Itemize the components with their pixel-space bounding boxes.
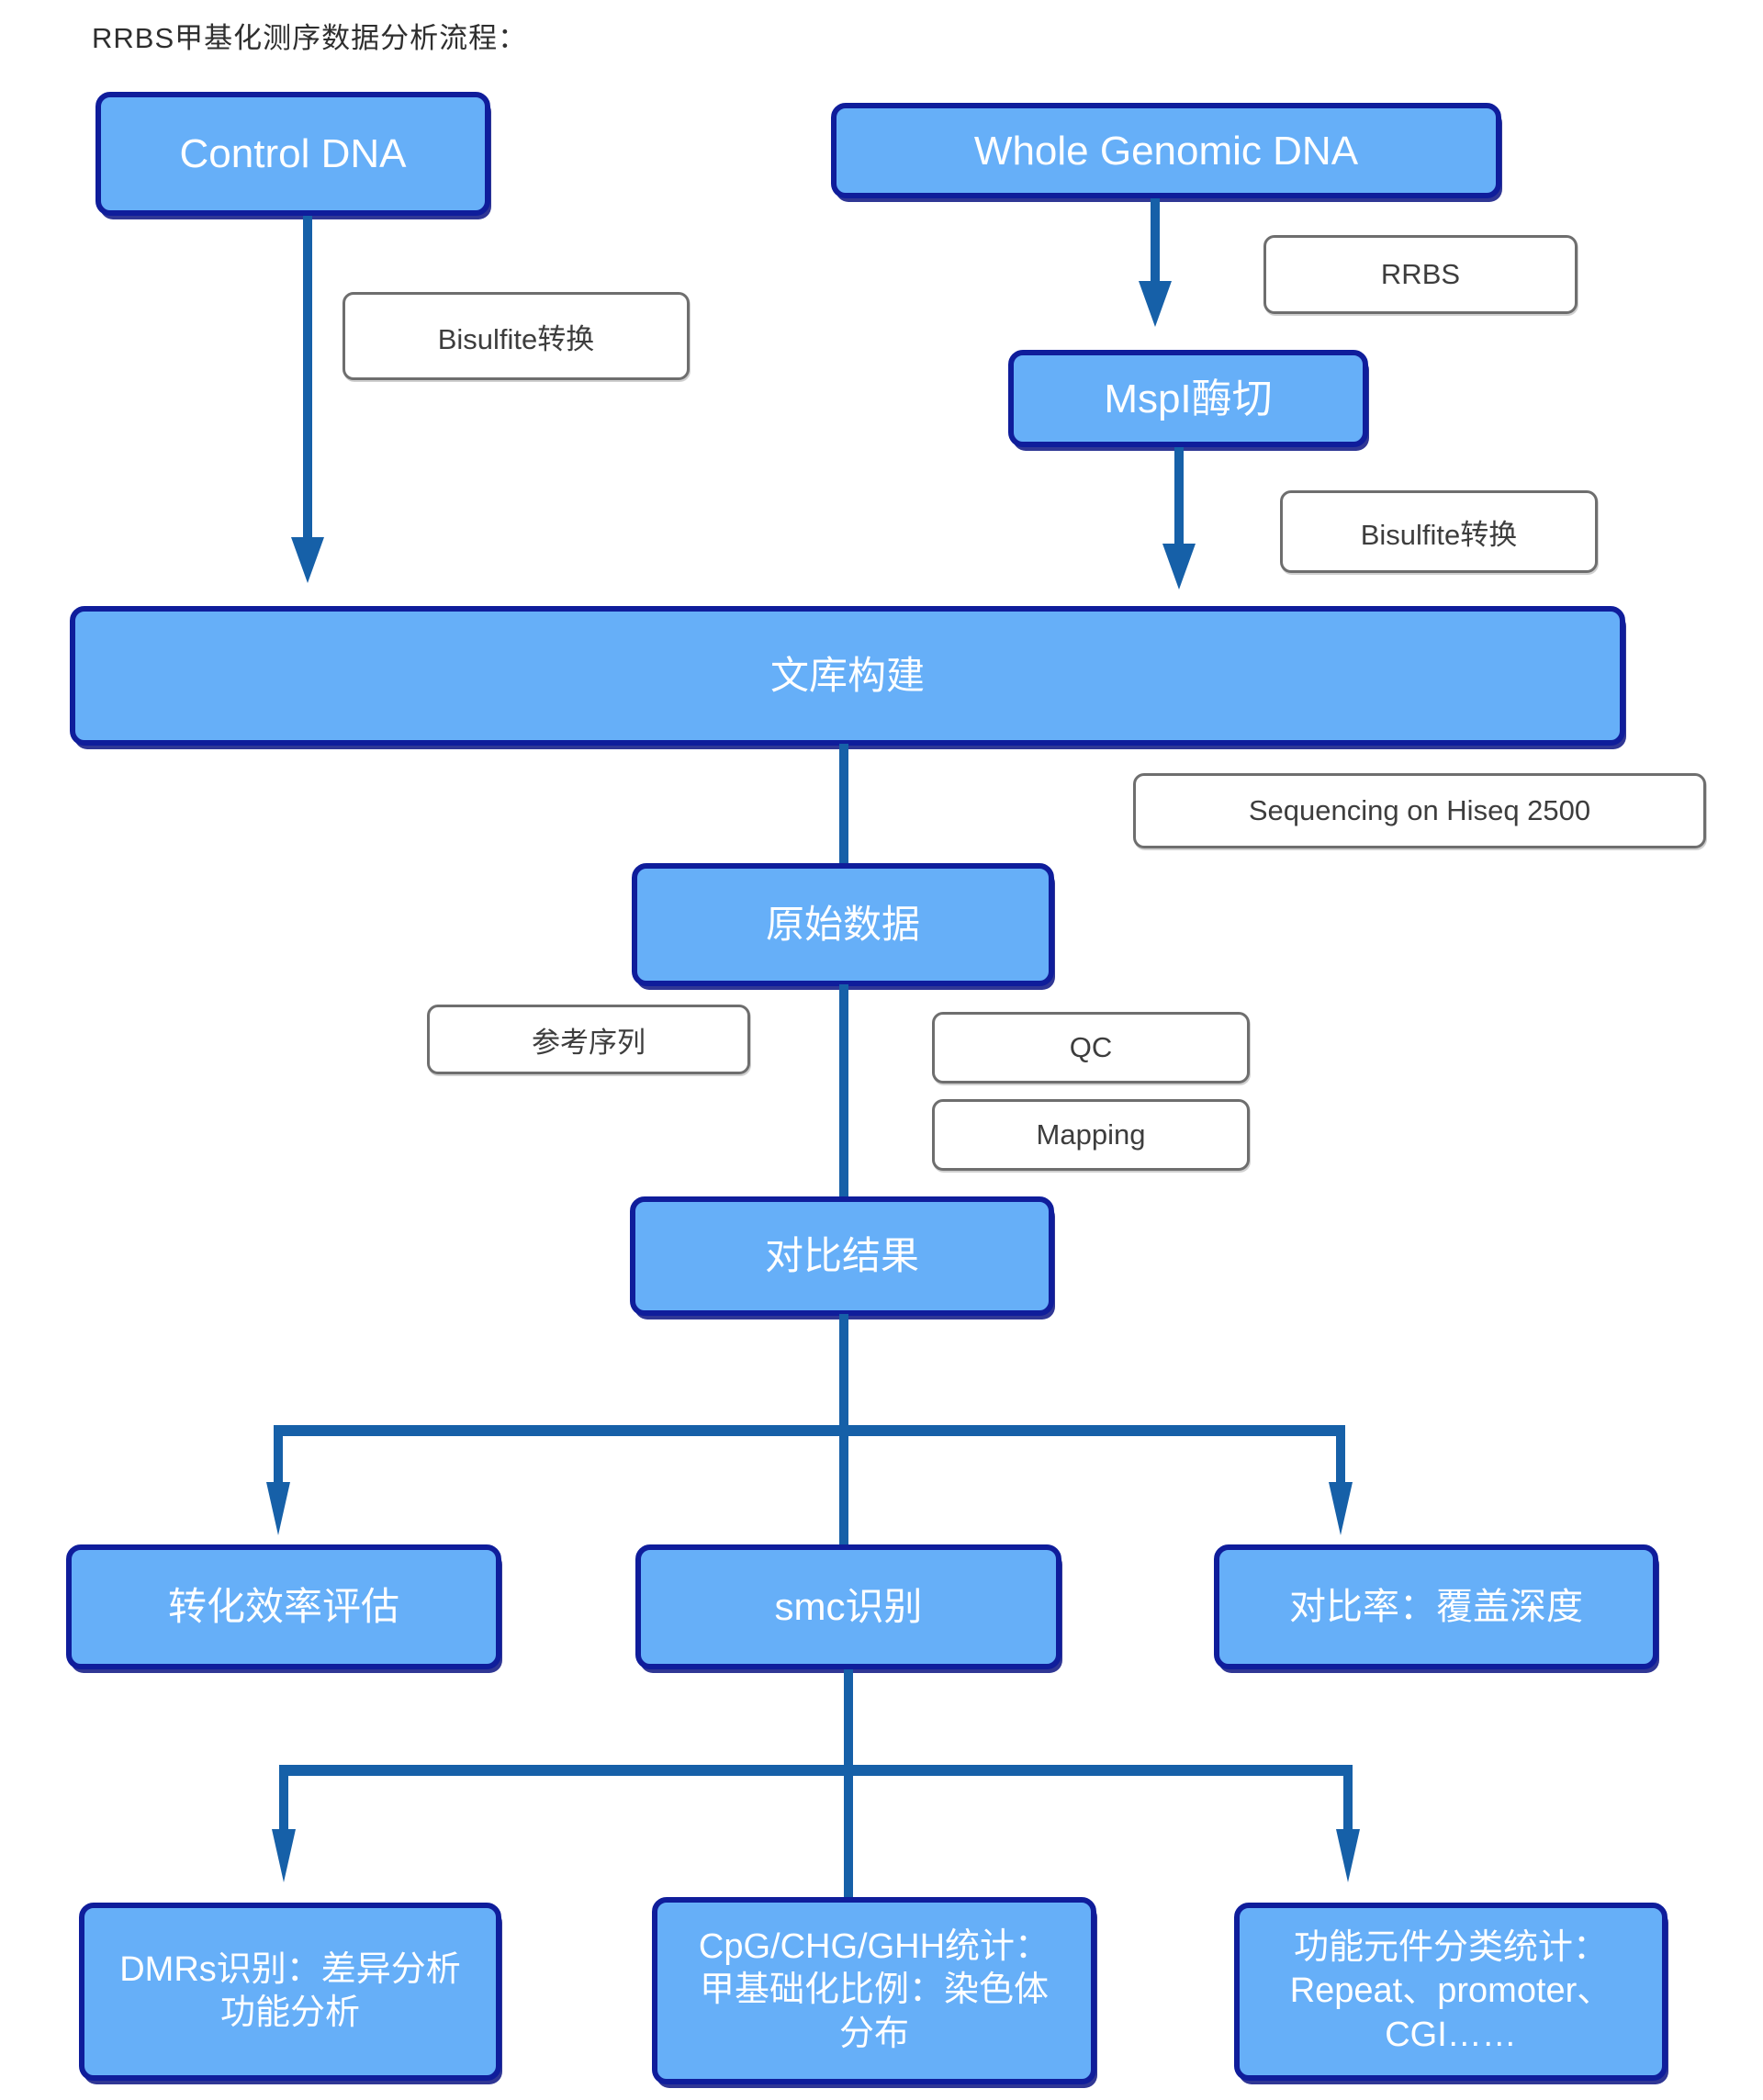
page-title: RRBS甲基化测序数据分析流程： [92,22,528,54]
node-dmrs: DMRs识别：差异分析 功能分析 [79,1903,501,2081]
node-cpg-stats-label: CpG/CHG/GHH统计： 甲基础化比例：染色体 分布 [699,1926,1050,2057]
connector-branch1-right [1336,1425,1345,1484]
label-bisulfite-left-text: Bisulfite转换 [437,322,595,355]
node-mspi-digest-label: MspI酶切 [1104,376,1273,421]
label-qc-text: QC [1069,1031,1113,1063]
connector-branch1-left [274,1425,283,1484]
connector-branch2-center [844,1765,853,1901]
label-bisulfite-right: Bisulfite转换 [1280,490,1598,573]
connector-library-to-rawdata [839,744,848,866]
label-mapping-text: Mapping [1036,1118,1146,1151]
label-qc: QC [932,1012,1250,1084]
connector-branch2-bar [279,1765,1353,1776]
label-reference: 参考序列 [427,1005,750,1074]
node-whole-genomic-dna-label: Whole Genomic DNA [973,128,1359,174]
node-functional-elements: 功能元件分类统计： Repeat、promoter、 CGI…… [1234,1903,1668,2081]
connector-branch2-right [1343,1765,1353,1831]
node-mspi-digest: MspI酶切 [1008,350,1368,447]
connector-mspi-to-library [1174,447,1184,545]
node-conversion-efficiency: 转化效率评估 [66,1544,501,1669]
node-raw-data: 原始数据 [632,863,1054,986]
node-library-construction: 文库构建 [70,606,1625,746]
connector-branch1-center [839,1425,848,1548]
label-mapping: Mapping [932,1099,1250,1171]
arrowhead-icon [291,537,324,583]
connector-branch2-left [279,1765,288,1831]
node-alignment-result: 对比结果 [630,1196,1054,1316]
node-functional-elements-line2: Repeat、promoter、 [1289,1971,1612,2011]
label-bisulfite-right-text: Bisulfite转换 [1360,518,1518,551]
node-coverage-depth: 对比率：覆盖深度 [1214,1544,1658,1669]
node-control-dna-label: Control DNA [179,131,407,176]
node-functional-elements-line3: CGI…… [1385,2015,1517,2054]
label-rrbs-text: RRBS [1380,258,1461,290]
label-sequencing-text: Sequencing on Hiseq 2500 [1248,794,1591,826]
node-cpg-stats-line1: CpG/CHG/GHH统计： [698,1926,1050,1966]
label-rrbs: RRBS [1263,235,1578,314]
node-cpg-stats-line3: 分布 [838,2014,909,2053]
node-coverage-depth-label: 对比率：覆盖深度 [1289,1587,1583,1627]
node-cpg-stats-line2: 甲基础化比例：染色体 [699,1971,1049,2010]
connector-wgd-to-mspi [1151,198,1160,283]
connector-smc-stem [844,1669,853,1770]
arrowhead-icon [272,1829,296,1882]
arrowhead-icon [1336,1829,1360,1882]
node-smc-identification-label: smc识别 [774,1584,923,1628]
connector-control-to-library [303,216,312,539]
connector-branch1-bar [274,1425,1345,1436]
node-whole-genomic-dna: Whole Genomic DNA [831,103,1501,198]
arrowhead-icon [266,1482,290,1535]
connector-alignment-stem [839,1314,848,1431]
arrowhead-icon [1162,544,1196,590]
node-functional-elements-line1: 功能元件分类统计： [1293,1927,1608,1967]
arrowhead-icon [1329,1482,1353,1535]
node-dmrs-line2: 功能分析 [219,1993,360,2032]
label-reference-text: 参考序列 [532,1026,646,1059]
node-dmrs-label: DMRs识别：差异分析 功能分析 [119,1948,461,2036]
node-dmrs-line1: DMRs识别：差异分析 [119,1949,461,1989]
node-alignment-result-label: 对比结果 [764,1233,919,1277]
arrowhead-icon [1139,281,1172,327]
node-raw-data-label: 原始数据 [765,902,920,946]
label-sequencing: Sequencing on Hiseq 2500 [1133,773,1706,848]
connector-rawdata-to-alignment [839,984,848,1199]
node-cpg-stats: CpG/CHG/GHH统计： 甲基础化比例：染色体 分布 [652,1897,1096,2084]
node-smc-identification: smc识别 [635,1544,1061,1669]
node-control-dna: Control DNA [95,92,490,216]
node-functional-elements-label: 功能元件分类统计： Repeat、promoter、 CGI…… [1290,1926,1612,2058]
node-library-construction-label: 文库构建 [769,653,925,697]
label-bisulfite-left: Bisulfite转换 [342,292,690,380]
node-conversion-efficiency-label: 转化效率评估 [167,1584,399,1628]
